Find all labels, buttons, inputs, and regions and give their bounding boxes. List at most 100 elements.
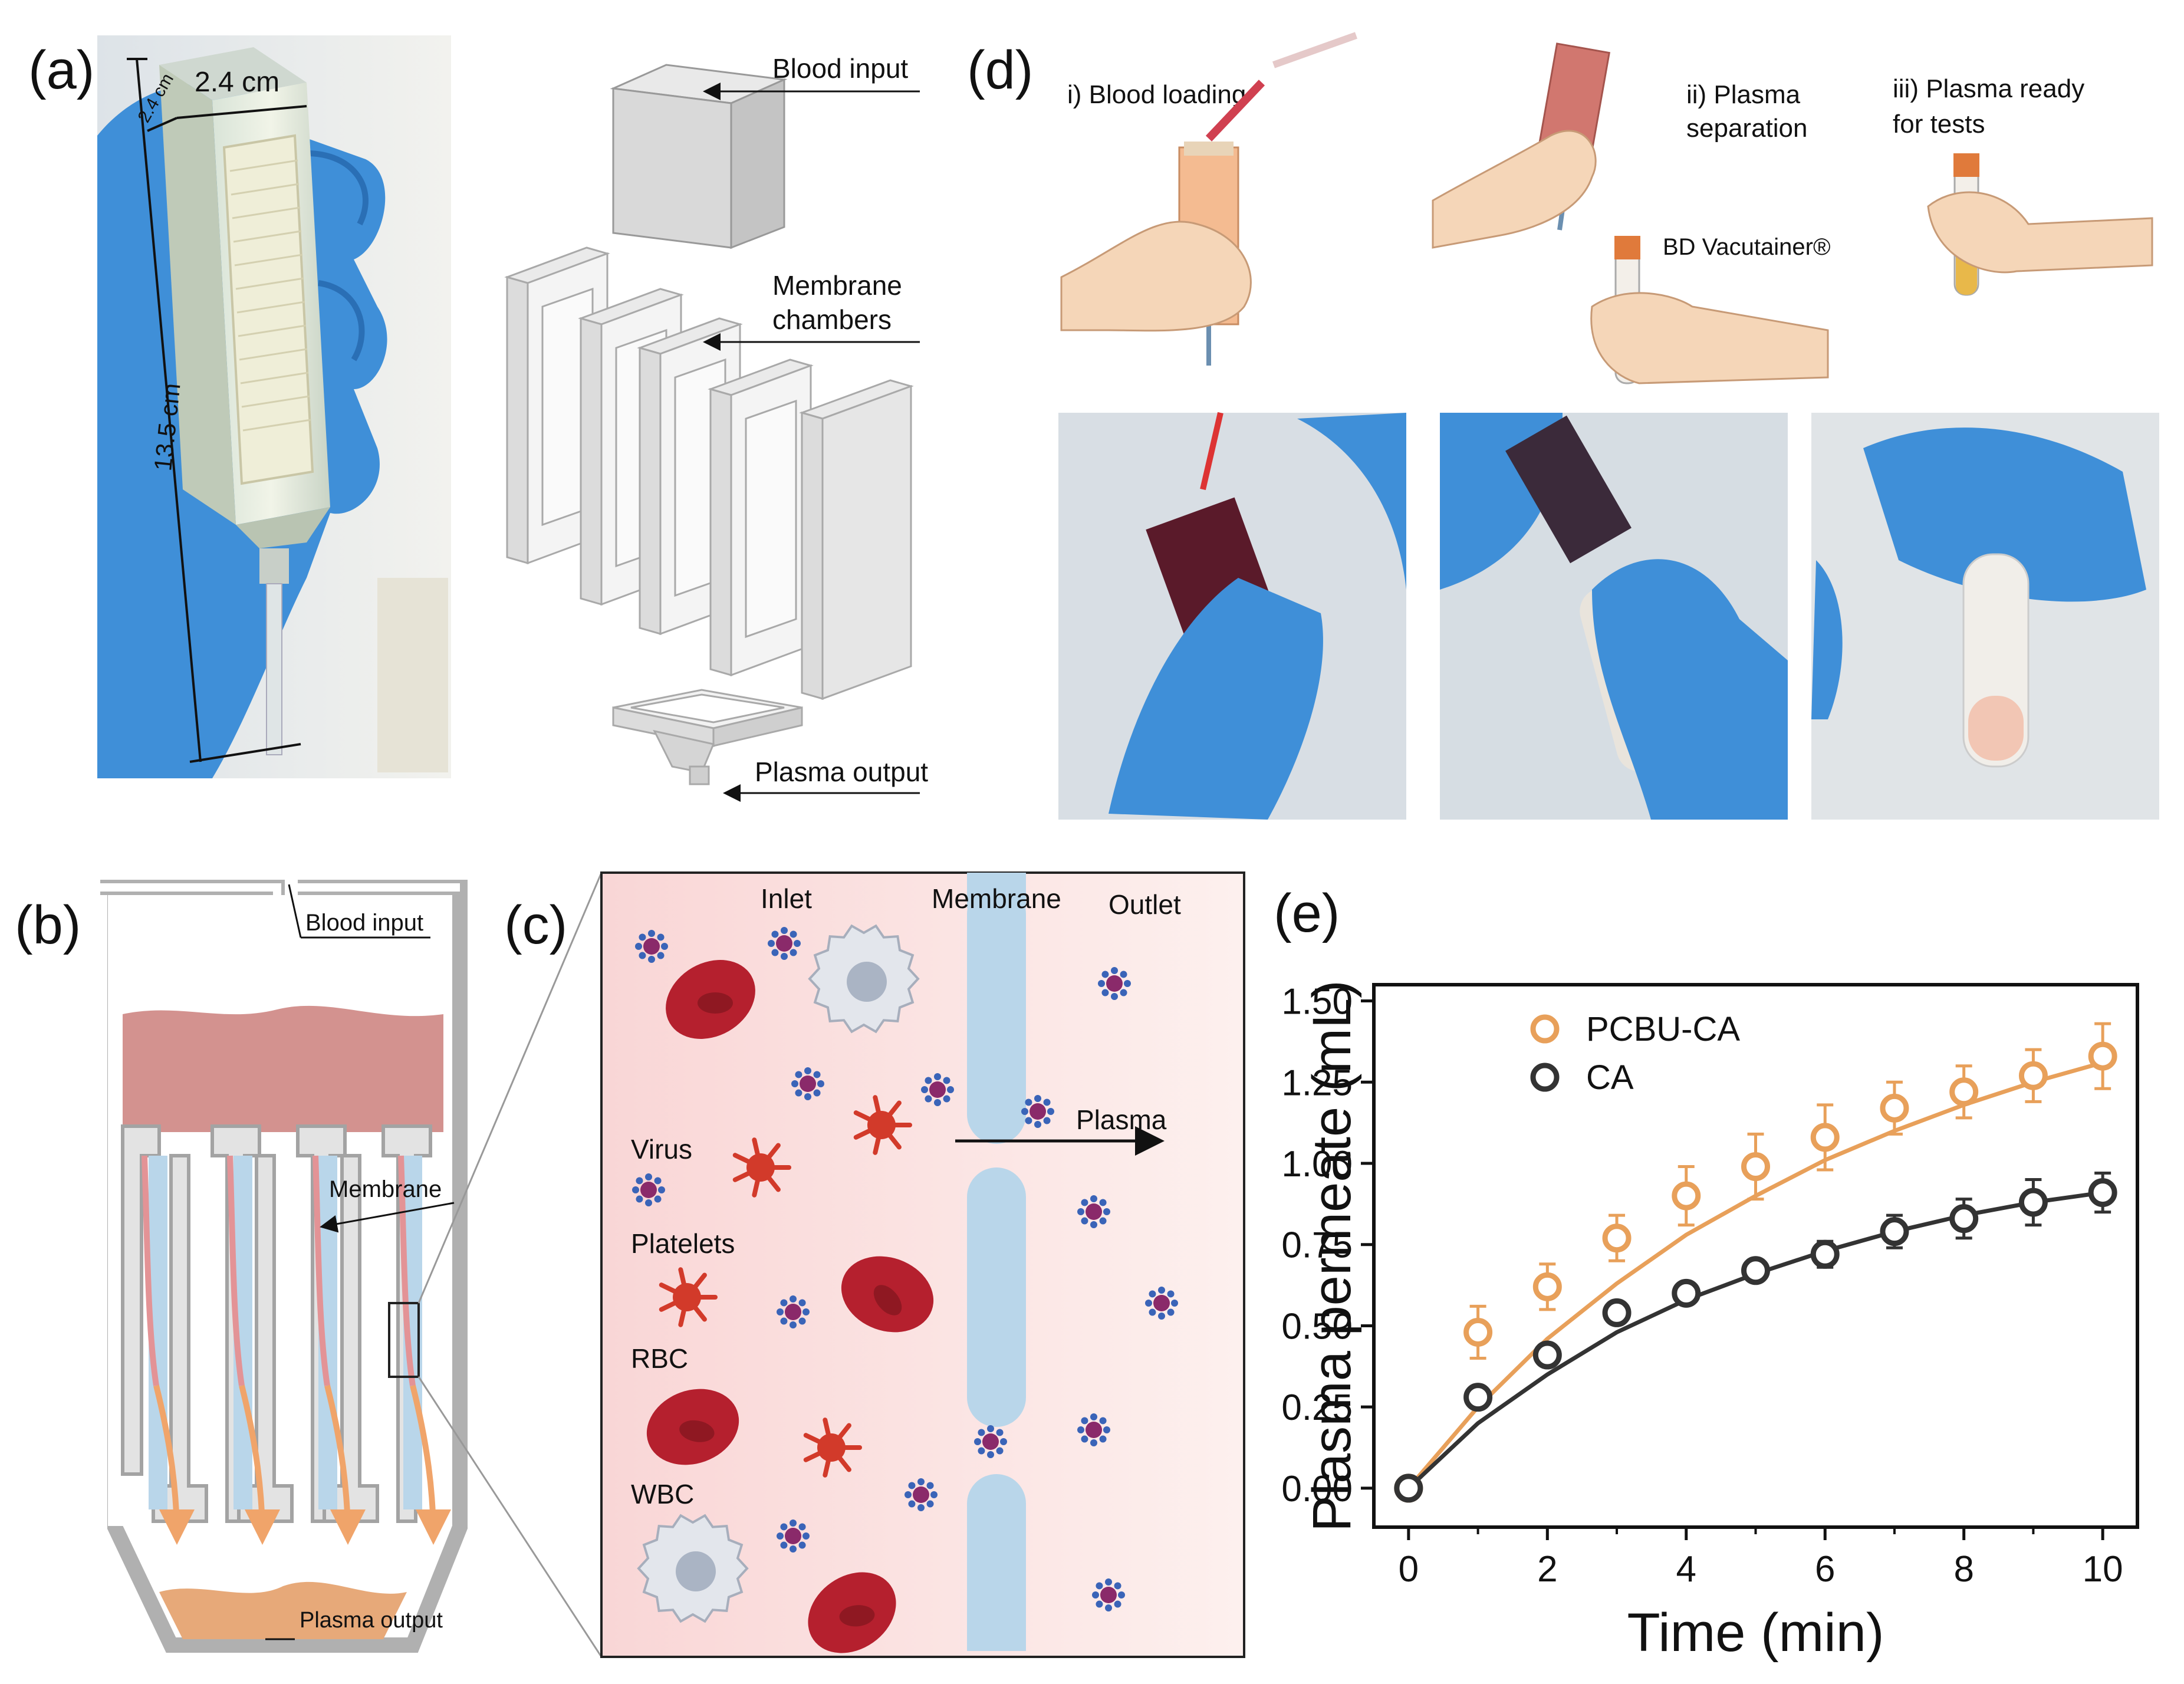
y-tick-label: 0.75: [1281, 1225, 1353, 1266]
data-point: [1463, 1317, 1493, 1347]
legend-marker: [1530, 1014, 1560, 1044]
y-tick-label: 1.00: [1281, 1144, 1353, 1185]
data-point: [1880, 1217, 1909, 1246]
x-tick-label: 0: [1399, 1549, 1419, 1590]
y-tick-label: 1.25: [1281, 1063, 1353, 1103]
virus-icon: [785, 1304, 801, 1320]
plasma-output-tray: [612, 689, 803, 785]
virus-icon: [800, 1075, 816, 1092]
data-point: [1532, 1272, 1562, 1301]
virus-icon: [1106, 975, 1123, 992]
label-inlet: Inlet: [761, 883, 812, 914]
platelet-icon: [673, 1283, 701, 1311]
virus-icon: [1086, 1203, 1102, 1220]
data-point: [1741, 1152, 1770, 1182]
blood-input-cube: [610, 64, 788, 249]
virus-icon: [1086, 1422, 1102, 1438]
panel-c: (c) Inlet Membrane Outlet Plasma Virus P…: [417, 871, 1245, 1658]
panel-label-e: (e): [1274, 883, 1340, 943]
data-point: [1602, 1298, 1632, 1327]
illustration-blood-loading: [1060, 32, 1358, 366]
exploded-view: Blood input Membrane chambers Plasma out…: [504, 53, 928, 802]
virus-icon: [982, 1433, 999, 1450]
label-plasma: Plasma: [1076, 1104, 1167, 1135]
virus-icon: [1100, 1587, 1117, 1603]
virus-icon: [913, 1486, 929, 1503]
x-tick-label: 2: [1537, 1549, 1557, 1590]
platelet-icon: [746, 1153, 775, 1182]
y-tick-label: 1.50: [1281, 982, 1353, 1022]
zoom-box: [388, 1302, 420, 1378]
device-body: [159, 47, 330, 755]
data-point: [1672, 1278, 1701, 1308]
photo-blood-loading: [1058, 412, 1406, 820]
device-photo: 2.4 cm 2.4 cm 13.5 cm: [97, 35, 451, 779]
virus-icon: [643, 938, 660, 955]
data-point: [1741, 1256, 1770, 1285]
label-rbc: RBC: [631, 1343, 688, 1374]
label-platelets: Platelets: [631, 1228, 735, 1259]
panel-label-a: (a): [28, 40, 94, 100]
device-cross-section: [100, 880, 468, 1653]
plasma-layer: [159, 1581, 407, 1639]
virus-icon: [1153, 1295, 1170, 1311]
step-2-label-2: separation: [1686, 114, 1807, 143]
dim-width-label: 2.4 cm: [195, 67, 279, 98]
data-point: [1880, 1093, 1909, 1123]
legend-label: PCBU-CA: [1586, 1010, 1740, 1048]
x-tick-label: 4: [1676, 1549, 1696, 1590]
data-point: [2018, 1188, 2048, 1217]
data-point: [2088, 1041, 2117, 1071]
data-point: [1949, 1077, 1979, 1107]
panel-label-b: (b): [15, 895, 81, 955]
platelet-icon: [817, 1433, 846, 1462]
label-membrane-chambers-2: chambers: [772, 304, 892, 335]
label-outlet: Outlet: [1109, 889, 1181, 920]
x-axis-title: Time (min): [1627, 1603, 1884, 1663]
data-point: [1463, 1383, 1493, 1412]
illustration-plasma-ready: [1927, 153, 2153, 296]
photo-plasma-separation: [1440, 413, 1788, 820]
y-axis-title: Plasma permeate (mL): [1302, 980, 1362, 1532]
y-tick-label: 0.00: [1281, 1469, 1353, 1509]
step-3-label-2: for tests: [1893, 110, 1985, 139]
dimension-lines: [127, 58, 307, 763]
virus-icon: [1029, 1103, 1046, 1120]
data-point: [1810, 1123, 1840, 1152]
panel-d: (d) i) Blood loading ii) Plasma separati…: [967, 32, 2159, 820]
step-2-label-1: ii) Plasma: [1686, 80, 1801, 109]
data-point: [2088, 1178, 2117, 1208]
panel-label-c: (c): [504, 895, 567, 955]
data-point: [1949, 1204, 1979, 1234]
legend-marker: [1530, 1063, 1560, 1092]
virus-icon: [776, 935, 792, 952]
data-point: [1672, 1181, 1701, 1211]
virus-icon: [785, 1528, 801, 1544]
photo-plasma-ready: [1811, 413, 2159, 820]
label-membrane-chambers-1: Membrane: [772, 270, 902, 301]
label-wbc: WBC: [631, 1479, 694, 1509]
x-tick-label: 8: [1953, 1549, 1974, 1590]
x-tick-label: 6: [1815, 1549, 1835, 1590]
label-b-blood-input: Blood input: [305, 910, 423, 936]
panel-label-d: (d): [967, 40, 1033, 100]
data-point: [2018, 1061, 2048, 1090]
data-point: [1532, 1340, 1562, 1370]
cells-layer: [632, 924, 1178, 1653]
virus-icon: [929, 1081, 946, 1098]
label-virus: Virus: [631, 1134, 692, 1165]
membrane-chambers: [504, 246, 914, 700]
legend-label: CA: [1586, 1058, 1634, 1097]
label-blood-input: Blood input: [772, 53, 908, 84]
y-tick-label: 0.25: [1281, 1387, 1353, 1428]
label-b-membrane: Membrane: [329, 1176, 442, 1202]
fit-line-1: [1407, 1190, 2103, 1490]
data-point: [1394, 1474, 1423, 1503]
panel-b: (b): [15, 880, 468, 1653]
step-1-label: i) Blood loading: [1067, 80, 1246, 109]
virus-icon: [640, 1182, 657, 1198]
label-c-membrane: Membrane: [932, 883, 1061, 914]
